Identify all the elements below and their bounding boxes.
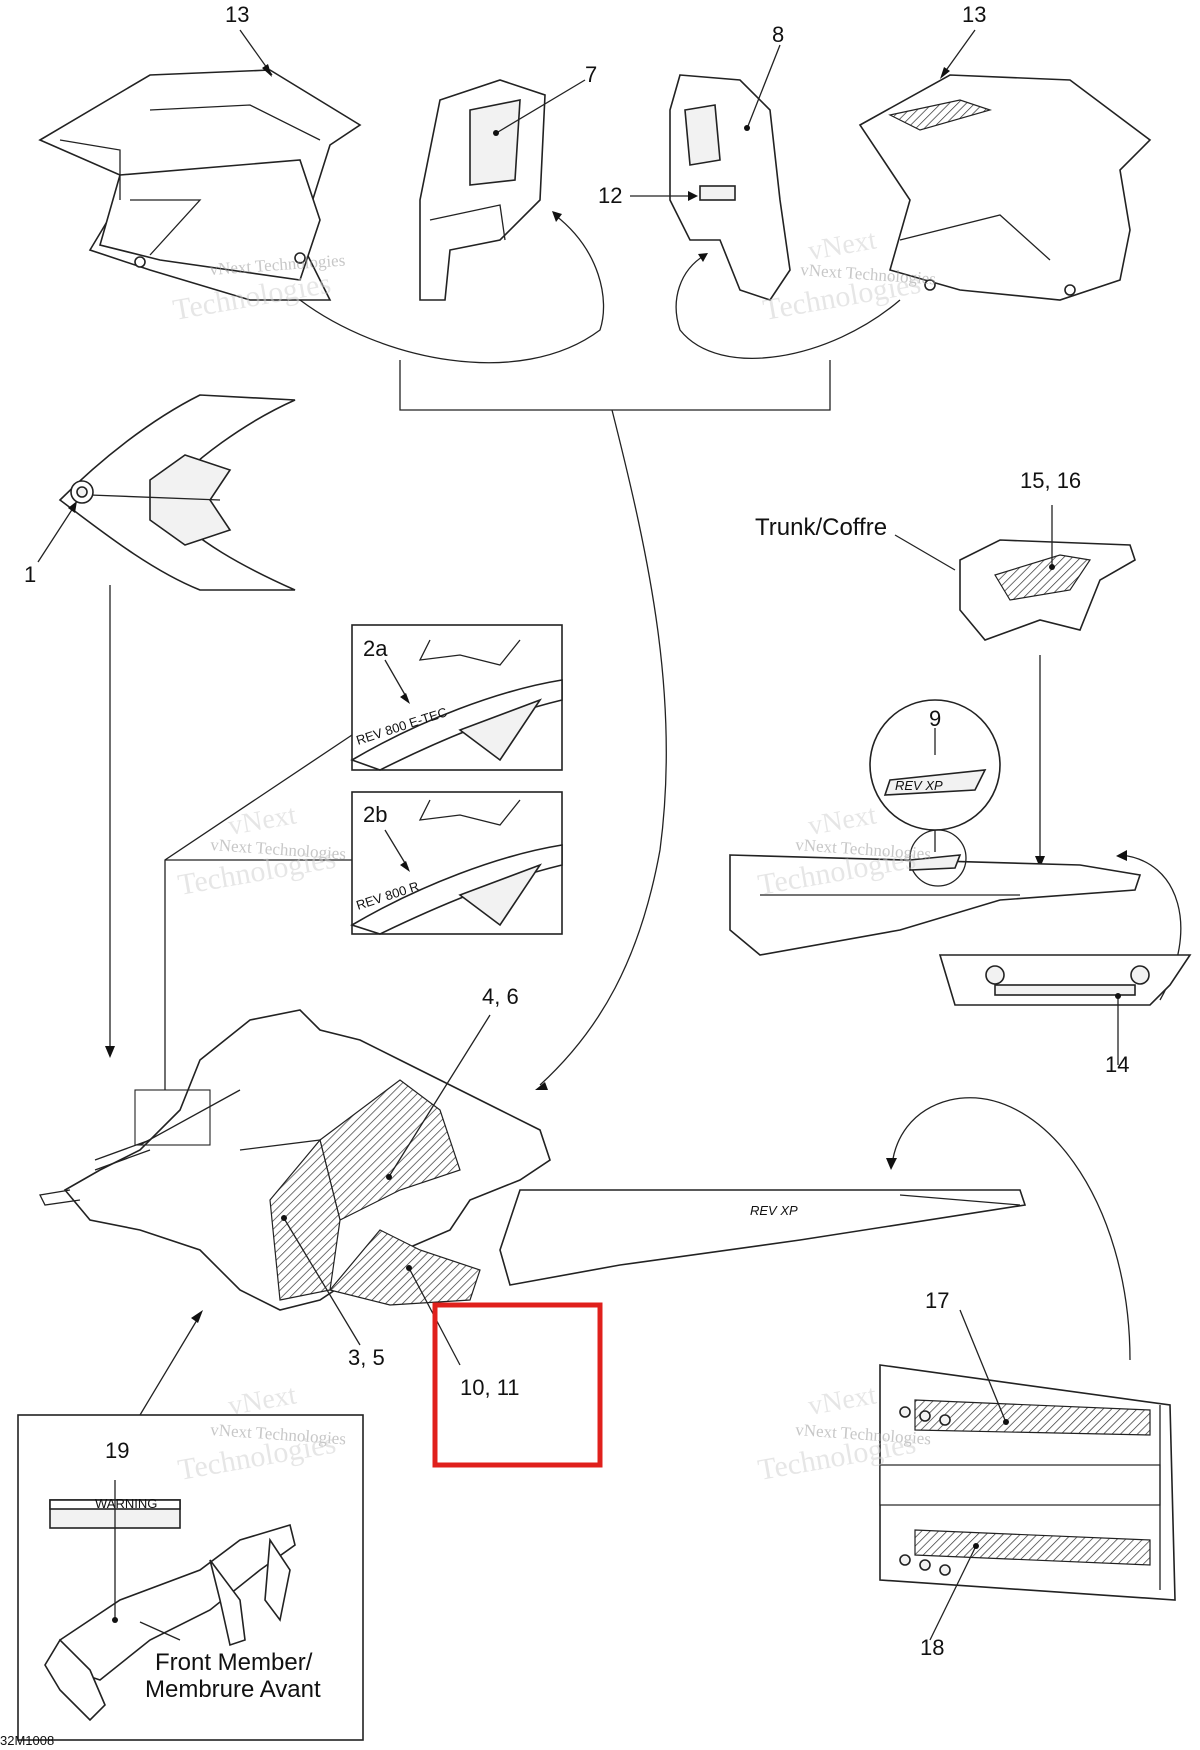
svg-text:vNext: vNext — [806, 1379, 879, 1421]
flow-arrow-main — [539, 409, 668, 1086]
trunk — [959, 539, 1136, 641]
bracket-top — [399, 360, 831, 411]
callout-13a: 13 — [225, 2, 249, 27]
leader-18 — [929, 1547, 976, 1641]
watermark-6: vNext vNext Technologies Technologies — [755, 1379, 931, 1486]
callout-17: 17 — [925, 1288, 949, 1313]
svg-text:vNext: vNext — [226, 799, 299, 841]
callout-15-16: 15, 16 — [1020, 468, 1081, 493]
leader-trunk — [894, 534, 956, 571]
drawing-ref: 32M1008 — [0, 1733, 54, 1748]
leader-1 — [37, 504, 76, 563]
flow-arrow-8 — [675, 254, 901, 359]
caption-front-member-2: Membrure Avant — [145, 1676, 321, 1703]
caption-trunk: Trunk/Coffre — [755, 514, 887, 541]
callout-13b: 13 — [962, 2, 986, 27]
detail-box-2a: REV 800 E-TEC — [350, 624, 563, 771]
callout-14: 14 — [1105, 1052, 1129, 1077]
callout-1: 1 — [24, 562, 36, 587]
callout-12: 12 — [598, 183, 622, 208]
leader-7 — [497, 79, 586, 133]
callout-2a: 2a — [363, 636, 388, 661]
watermark-3: vNext vNext Technologies Technologies — [175, 799, 346, 901]
leader-3-5 — [284, 1219, 361, 1346]
side-cover-left — [419, 79, 546, 301]
leader-13b — [941, 29, 976, 77]
flow-arrow-7 — [299, 214, 605, 364]
callout-labels: 13 7 8 13 12 1 15, 16 2a 2b 9 4, 6 14 3,… — [24, 2, 1129, 1660]
highlight-box — [432, 1302, 603, 1468]
badge-circle: REV XP — [869, 699, 1001, 831]
leader-4-6 — [389, 1014, 491, 1176]
callout-3-5: 3, 5 — [348, 1345, 385, 1370]
leader-8 — [747, 44, 781, 127]
side-panel-right — [858, 74, 1152, 301]
callout-9: 9 — [929, 706, 941, 731]
callout-10-11: 10, 11 — [460, 1375, 520, 1400]
callout-2b: 2b — [363, 802, 387, 827]
callout-4-6: 4, 6 — [482, 984, 519, 1009]
tunnel-rear — [729, 829, 1142, 956]
detail-box-2b: REV 800 R — [350, 791, 563, 935]
leader-2a — [384, 659, 409, 701]
arrow-19-up — [139, 1314, 201, 1416]
caption-front-member-1: Front Member/ — [155, 1649, 313, 1676]
svg-text:REV XP: REV XP — [895, 778, 943, 793]
leader-2b — [384, 829, 409, 869]
tunnel-top-view — [879, 1364, 1176, 1601]
nose-piece — [58, 394, 296, 591]
side-panel-left — [38, 69, 362, 301]
snowmobile-body: REV XP — [39, 1009, 1027, 1311]
callout-8: 8 — [772, 22, 784, 47]
leader-17 — [959, 1309, 1006, 1421]
front-member-inset: WARNING — [17, 1414, 364, 1741]
side-cover-right — [669, 74, 791, 301]
flow-arrow-tunnel — [891, 1097, 1131, 1361]
rear-bumper — [938, 954, 1192, 1006]
svg-text:WARNING: WARNING — [95, 1496, 157, 1511]
callout-18: 18 — [920, 1635, 944, 1660]
callout-7: 7 — [585, 62, 597, 87]
svg-text:REV XP: REV XP — [750, 1203, 798, 1218]
callout-19: 19 — [105, 1438, 129, 1463]
